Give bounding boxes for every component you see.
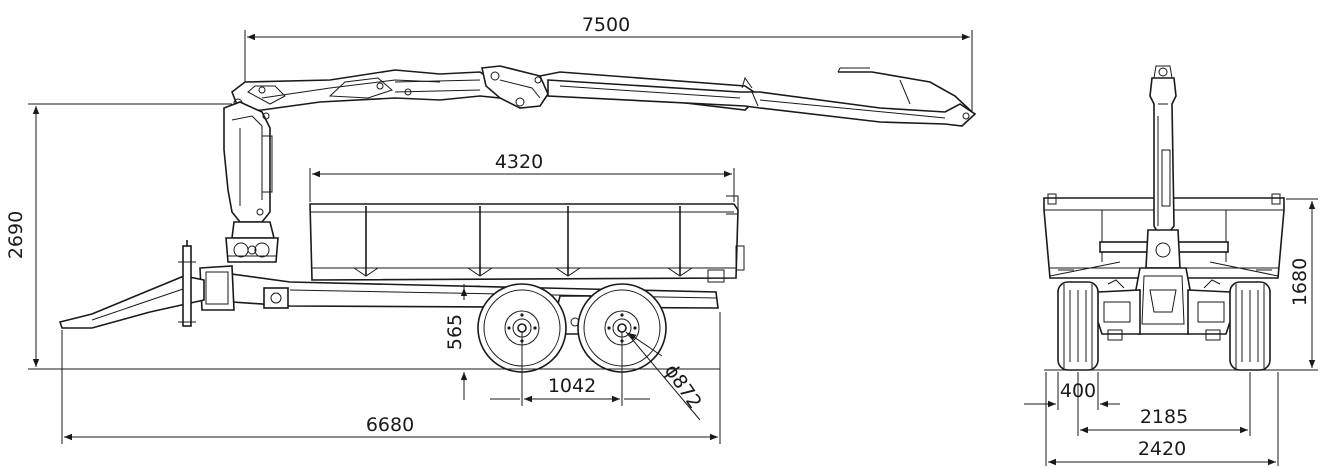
trailer-bed (309, 195, 745, 283)
dim-label-crane-reach: 7500 (582, 14, 630, 36)
dim-label-overall-width: 2420 (1138, 438, 1186, 460)
rear-view: 1680 400 2185 2420 (1024, 65, 1318, 466)
rear-wheel-left (1057, 281, 1099, 371)
dim-label-wheel-diameter: ϕ872 (660, 360, 706, 413)
dimension-wheel-width: 400 (1024, 372, 1120, 410)
dimension-axle-spacing: 1042 (490, 332, 650, 406)
dimension-total-height: 2690 (5, 103, 232, 370)
dim-label-bed-length: 4320 (495, 151, 543, 173)
rear-wheel-right (1229, 281, 1271, 371)
dimension-total-length: 6680 (61, 312, 721, 444)
dim-label-total-height: 2690 (5, 211, 27, 259)
dimension-crane-reach: 7500 (244, 14, 973, 115)
dim-label-bed-height: 1680 (1289, 258, 1311, 306)
dimension-track-width: 2185 (1077, 372, 1251, 436)
rear-crane-column (1145, 65, 1181, 269)
crane (223, 65, 977, 263)
dimension-bed-length: 4320 (309, 151, 735, 202)
side-view: 7500 2690 4320 (5, 14, 977, 444)
dimension-frame-height: 565 (444, 284, 480, 400)
dim-label-total-length: 6680 (366, 414, 414, 436)
dim-label-track-width: 2185 (1140, 406, 1188, 428)
rear-chassis (1095, 267, 1233, 341)
dim-label-frame-height: 565 (444, 314, 466, 350)
dim-label-axle-spacing: 1042 (548, 375, 596, 397)
dimension-bed-height: 1680 (1286, 198, 1318, 368)
dimension-overall-width: 2420 (1045, 372, 1279, 466)
